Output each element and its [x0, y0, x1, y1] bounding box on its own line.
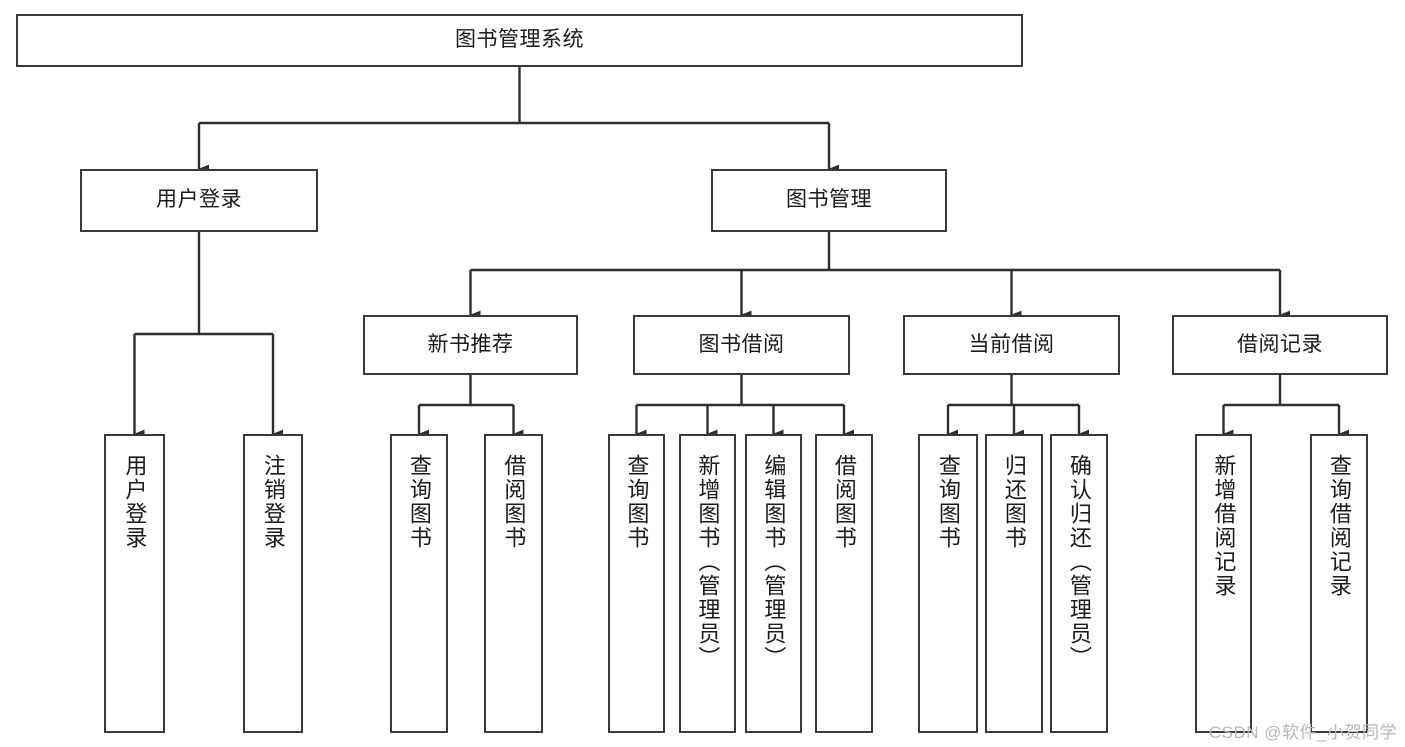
node-new-book-rec[interactable]: 新书推荐 — [363, 315, 578, 375]
node-label: 新书推荐 — [427, 332, 514, 356]
node-label: 借阅记录 — [1237, 332, 1323, 356]
node-root[interactable]: 图书管理系统 — [16, 14, 1023, 67]
node-label: 确认归还（管理员） — [1066, 454, 1092, 670]
node-leaf-user-logout[interactable]: 注销登录 — [243, 434, 303, 733]
node-leaf-rec-query[interactable]: 查询图书 — [390, 434, 448, 733]
node-label: 新增借阅记录 — [1211, 454, 1237, 598]
node-label: 用户登录 — [122, 454, 148, 550]
node-label: 图书管理 — [786, 188, 872, 212]
node-leaf-cur-confirm[interactable]: 确认归还（管理员） — [1050, 434, 1108, 733]
node-label: 当前借阅 — [968, 332, 1055, 356]
node-label: 归还图书 — [1001, 454, 1027, 550]
node-leaf-borrow-edit[interactable]: 编辑图书（管理员） — [745, 434, 802, 733]
node-book-borrow[interactable]: 图书借阅 — [633, 315, 850, 375]
node-leaf-rec-borrow[interactable]: 借阅图书 — [484, 434, 543, 733]
node-book-manage[interactable]: 图书管理 — [711, 169, 947, 232]
node-borrow-record[interactable]: 借阅记录 — [1172, 315, 1388, 375]
node-user-login[interactable]: 用户登录 — [80, 169, 318, 232]
node-label: 查询图书 — [935, 454, 961, 550]
node-label: 查询图书 — [624, 454, 650, 550]
node-leaf-rec-add[interactable]: 新增借阅记录 — [1195, 434, 1252, 733]
node-leaf-cur-return[interactable]: 归还图书 — [985, 434, 1043, 733]
node-label: 查询图书 — [406, 454, 432, 550]
node-label: 借阅图书 — [501, 454, 527, 550]
node-leaf-borrow-add[interactable]: 新增图书（管理员） — [679, 434, 736, 733]
node-leaf-borrow-lend[interactable]: 借阅图书 — [815, 434, 873, 733]
node-label: 新增图书（管理员） — [695, 454, 721, 670]
node-label: 编辑图书（管理员） — [761, 454, 787, 670]
node-label: 图书借阅 — [698, 332, 785, 356]
node-label: 用户登录 — [156, 188, 242, 212]
node-leaf-user-login[interactable]: 用户登录 — [104, 434, 165, 733]
node-leaf-cur-query[interactable]: 查询图书 — [918, 434, 978, 733]
node-leaf-rec-search[interactable]: 查询借阅记录 — [1310, 434, 1368, 733]
node-label: 查询借阅记录 — [1326, 454, 1352, 598]
node-leaf-borrow-query[interactable]: 查询图书 — [608, 434, 665, 733]
node-current-borrow[interactable]: 当前借阅 — [903, 315, 1120, 375]
node-label: 借阅图书 — [831, 454, 857, 550]
node-label: 图书管理系统 — [455, 28, 584, 52]
watermark-text: CSDN @软件_小贺同学 — [1208, 723, 1397, 742]
node-label: 注销登录 — [260, 454, 286, 550]
